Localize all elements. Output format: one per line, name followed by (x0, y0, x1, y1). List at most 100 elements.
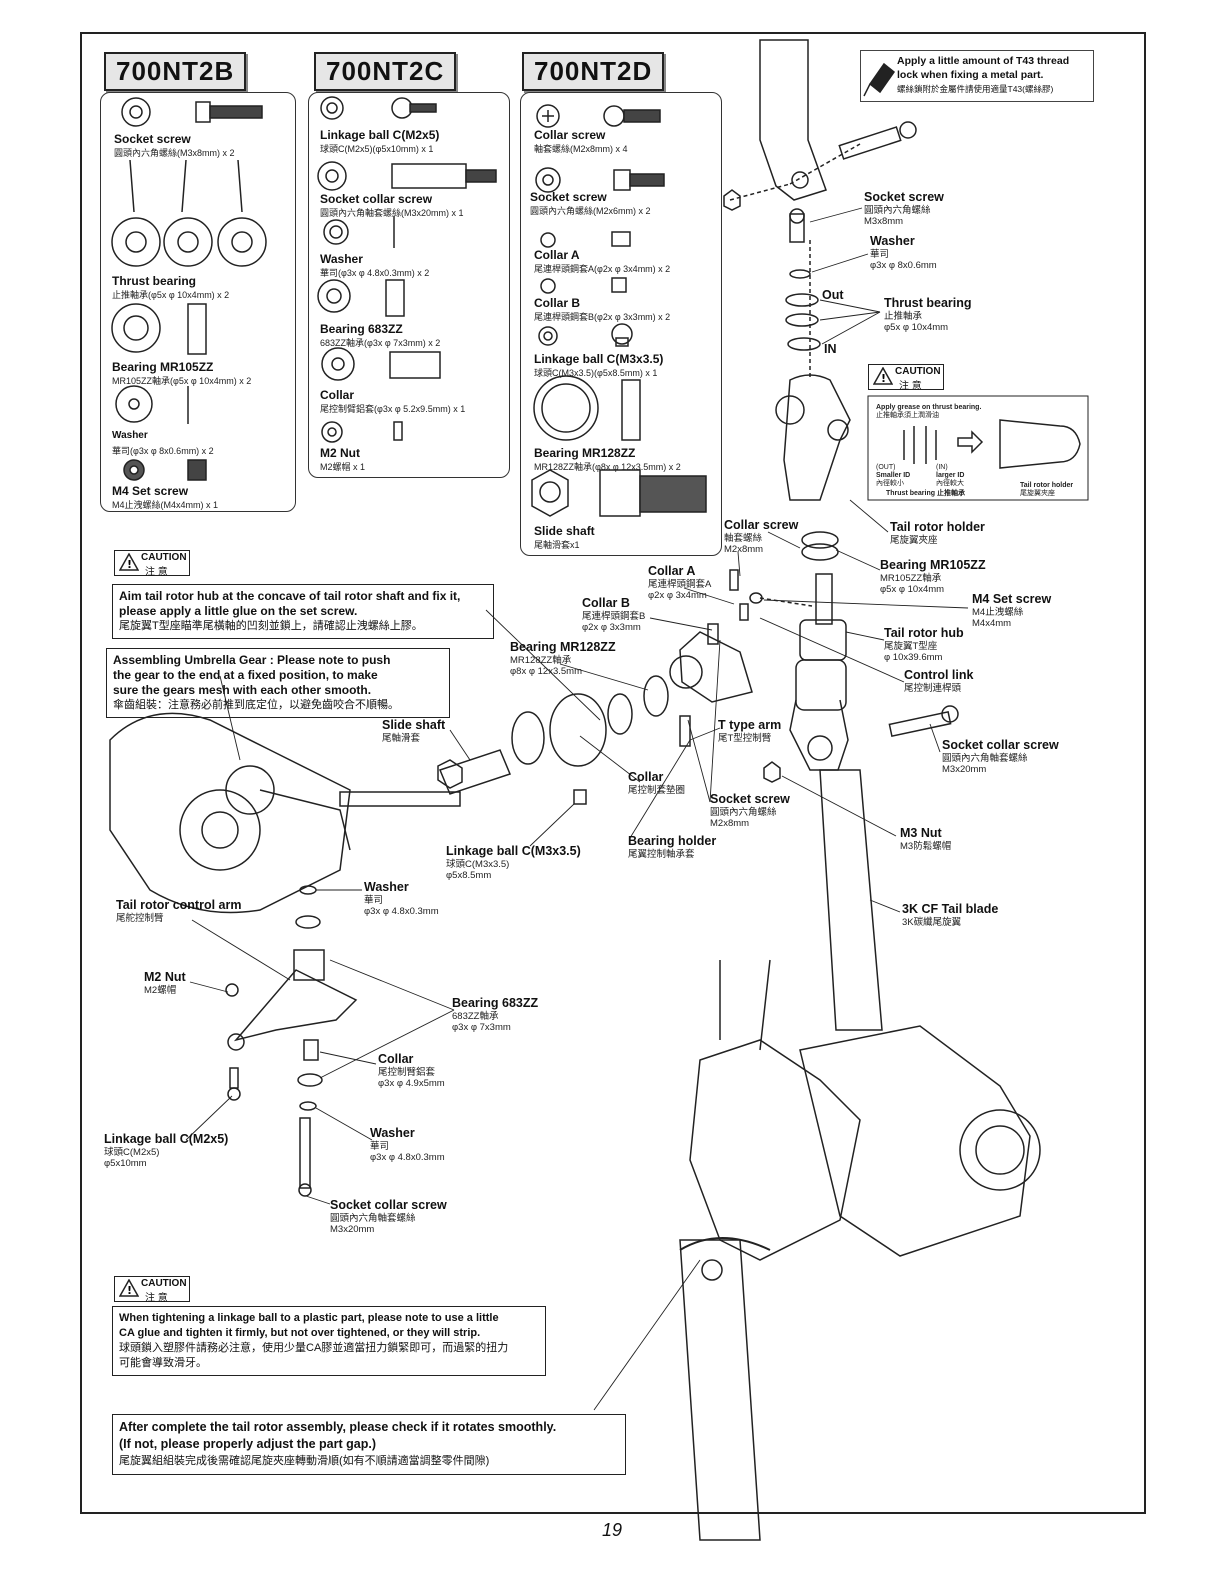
callout-label: Bearing holder (628, 834, 717, 848)
inset-text: Tail rotor holder (1020, 482, 1074, 489)
inset-text: 內徑較小 (876, 480, 904, 487)
part-spec: 華司(φ3x φ 4.8x0.3mm) x 2 (320, 268, 430, 278)
callout-label: Collar (628, 770, 664, 784)
callout-sub: φ3x φ 4.8x0.3mm (370, 1152, 445, 1163)
callout-sub: M2x8mm (724, 544, 764, 555)
note-gear: Assembling Umbrella Gear : Please note t… (106, 648, 450, 718)
part-name: Socket collar screw (320, 192, 433, 206)
callout-sub: φ8x φ 12x3.5mm (510, 666, 582, 677)
thread-lock-line1: Apply a little amount of T43 thread (897, 55, 1070, 67)
callout-sub: φ5x φ 10x4mm (884, 322, 949, 333)
part-spec: M4止洩螺絲(M4x4mm) x 1 (112, 500, 219, 510)
part-spec: 軸套螺絲(M2x8mm) x 4 (534, 144, 628, 154)
caution-label: ! CAUTION 注 意 (114, 1276, 190, 1304)
callout-sub: 尾控制連桿頭 (904, 683, 962, 694)
part-spec: M2螺帽 x 1 (320, 462, 366, 472)
callout-sub: M3x20mm (330, 1224, 375, 1235)
thread-lock-line2: lock when fixing a metal part. (897, 69, 1044, 81)
part-name: Collar B (534, 296, 581, 310)
callout-sub: M3x8mm (864, 216, 904, 227)
callout-label: Bearing MR105ZZ (880, 558, 986, 572)
inset-text: Apply grease on thrust bearing. (876, 404, 982, 411)
callout-sub: φ 10x39.6mm (884, 652, 943, 663)
callout-sub: 圓頭內六角螺絲 (710, 807, 777, 818)
inset-text: 止推軸承須上潤滑油 (876, 412, 939, 419)
callout-label: Out (822, 288, 844, 302)
page-frame (80, 32, 1146, 1514)
callout-sub: 圓頭內六角軸套螺絲 (942, 753, 1028, 764)
svg-text:!: ! (881, 372, 886, 385)
part-spec: 尾連桿頭鋼套B(φ2x φ 3x3mm) x 2 (534, 312, 671, 322)
callout-sub: φ3x φ 8x0.6mm (870, 260, 937, 271)
parts-box-a (100, 92, 296, 512)
note-final-check: After complete the tail rotor assembly, … (112, 1414, 626, 1475)
callout-sub: 3K碳纖尾旋翼 (902, 917, 962, 928)
callout-label: Socket collar screw (942, 738, 1059, 752)
part-spec: 華司(φ3x φ 8x0.6mm) x 2 (112, 446, 214, 456)
callout-label: Collar A (648, 564, 696, 578)
parts-box-b (308, 92, 510, 478)
caution-label: ! CAUTION 注 意 (114, 550, 190, 578)
callout-label: M3 Nut (900, 826, 942, 840)
part-name: Thrust bearing (112, 274, 197, 288)
callout-sub: φ5x8.5mm (446, 870, 492, 881)
part-name: Socket screw (530, 190, 607, 204)
callout-sub: M2x8mm (710, 818, 750, 829)
part-name: Bearing 683ZZ (320, 322, 403, 336)
callout-label: Collar (378, 1052, 414, 1066)
callout-sub: 軸套螺絲 (724, 533, 763, 544)
note-linkage-ball: When tightening a linkage ball to a plas… (112, 1306, 546, 1376)
part-spec: 止推軸承(φ5x φ 10x4mm) x 2 (112, 290, 230, 300)
callout-sub: 尾翼控制軸承套 (628, 849, 695, 860)
callout-sub: 尾舵控制臂 (116, 913, 164, 924)
part-spec: 尾軸滑套x1 (534, 540, 580, 550)
callout-sub: φ3x φ 4.9x5mm (378, 1078, 445, 1089)
part-spec: 尾連桿頭鋼套A(φ2x φ 3x4mm) x 2 (534, 264, 671, 274)
part-spec: 球頭C(M3x3.5)(φ5x8.5mm) x 1 (534, 368, 658, 378)
callout-sub: φ3x φ 7x3mm (452, 1022, 511, 1033)
part-spec: 圓頭內六角軸套螺絲(M3x20mm) x 1 (320, 208, 464, 218)
inset-text: Thrust bearing 止推軸承 (886, 490, 965, 497)
callout-sub: 華司 (364, 895, 384, 906)
part-name: Bearing MR105ZZ (112, 360, 214, 374)
callout-sub: 華司 (370, 1141, 390, 1152)
part-spec: 尾控制臂鋁套(φ3x φ 5.2x9.5mm) x 1 (320, 404, 466, 414)
kit-title-b: 700NT2C (314, 52, 457, 91)
part-name: M4 Set screw (112, 484, 189, 498)
callout-label: M2 Nut (144, 970, 186, 984)
part-name: Linkage ball C(M3x3.5) (534, 352, 664, 366)
callout-label: Slide shaft (382, 718, 446, 732)
callout-sub: 尾軸滑套 (382, 733, 421, 744)
callout-label: Bearing MR128ZZ (510, 640, 616, 654)
callout-label: Collar B (582, 596, 630, 610)
inset-text: larger ID (936, 472, 965, 479)
callout-label: Socket screw (864, 190, 944, 204)
part-name: Slide shaft (534, 524, 595, 538)
callout-sub: M4x4mm (972, 618, 1012, 629)
part-name: Collar A (534, 248, 580, 262)
warning-icon: ! (119, 1279, 139, 1297)
callout-label: T type arm (718, 718, 782, 732)
part-spec: 圓頭內六角螺絲(M3x8mm) x 2 (114, 148, 235, 158)
part-name: Socket screw (114, 132, 191, 146)
callout-sub: 球頭C(M3x3.5) (446, 859, 510, 870)
callout-label: Collar screw (724, 518, 799, 532)
part-name: Washer (112, 430, 148, 441)
callout-sub: φ2x φ 3x4mm (648, 590, 707, 601)
svg-text:!: ! (127, 1284, 132, 1297)
callout-label: 3K CF Tail blade (902, 902, 999, 916)
inset-text: 尾旋翼夾座 (1020, 490, 1055, 497)
callout-label: Socket screw (710, 792, 790, 806)
part-spec: 圓頭內六角螺絲(M2x6mm) x 2 (530, 206, 651, 216)
page-number: 19 (601, 1520, 623, 1540)
callout-sub: 尾控制臂鋁套 (378, 1067, 436, 1078)
inset-text: (OUT) (876, 464, 896, 471)
callout-label: IN (824, 342, 837, 356)
callout-sub: φ2x φ 3x3mm (582, 622, 641, 633)
part-name: Collar (320, 388, 355, 402)
callout-sub: 華司 (870, 249, 890, 260)
callout-sub: 止推軸承 (884, 311, 923, 322)
callout-sub: φ5x φ 10x4mm (880, 584, 945, 595)
caution-label: ! CAUTION 注 意 (868, 364, 944, 392)
